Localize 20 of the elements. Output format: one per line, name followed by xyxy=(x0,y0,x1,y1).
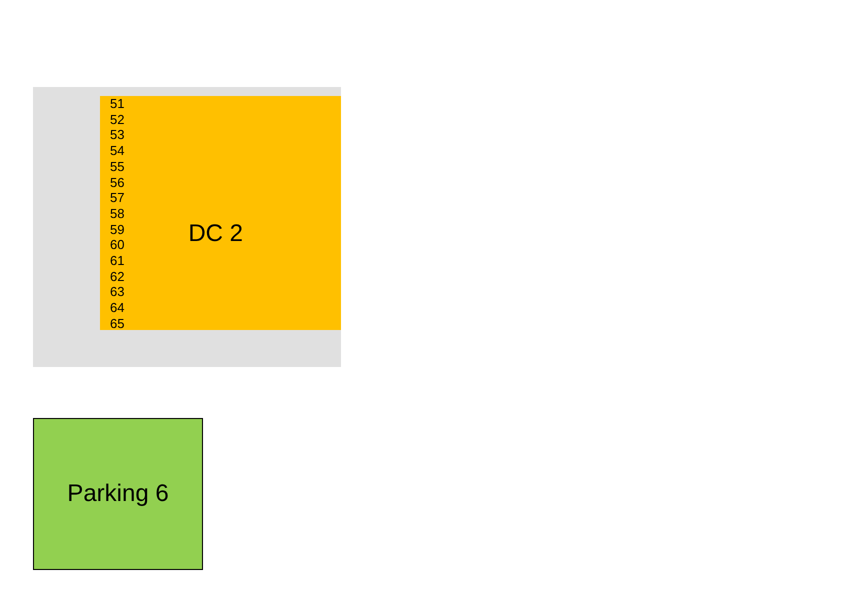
dock-number: 61 xyxy=(110,253,124,268)
dock-number: 65 xyxy=(110,316,124,331)
parking-area xyxy=(33,418,203,570)
dock-number: 60 xyxy=(110,237,124,252)
floor-area xyxy=(33,87,341,367)
dock-number: 63 xyxy=(110,284,124,300)
dock-number: 56 xyxy=(110,174,124,190)
dock-number: 62 xyxy=(110,268,124,284)
dock-number: 54 xyxy=(110,143,124,158)
dock-number: 51 xyxy=(110,96,124,111)
dock-number: 58 xyxy=(110,206,124,221)
dock-number: 59 xyxy=(110,222,124,237)
dock-number: 55 xyxy=(110,158,124,174)
area-label: DC 2 xyxy=(188,220,244,248)
dock-number: 64 xyxy=(110,300,124,316)
dock-number: 57 xyxy=(110,190,124,206)
building-block xyxy=(100,96,341,330)
dock-number: 52 xyxy=(110,112,124,127)
dock-number: 53 xyxy=(110,127,124,142)
area-label: Parking 6 xyxy=(67,480,169,508)
